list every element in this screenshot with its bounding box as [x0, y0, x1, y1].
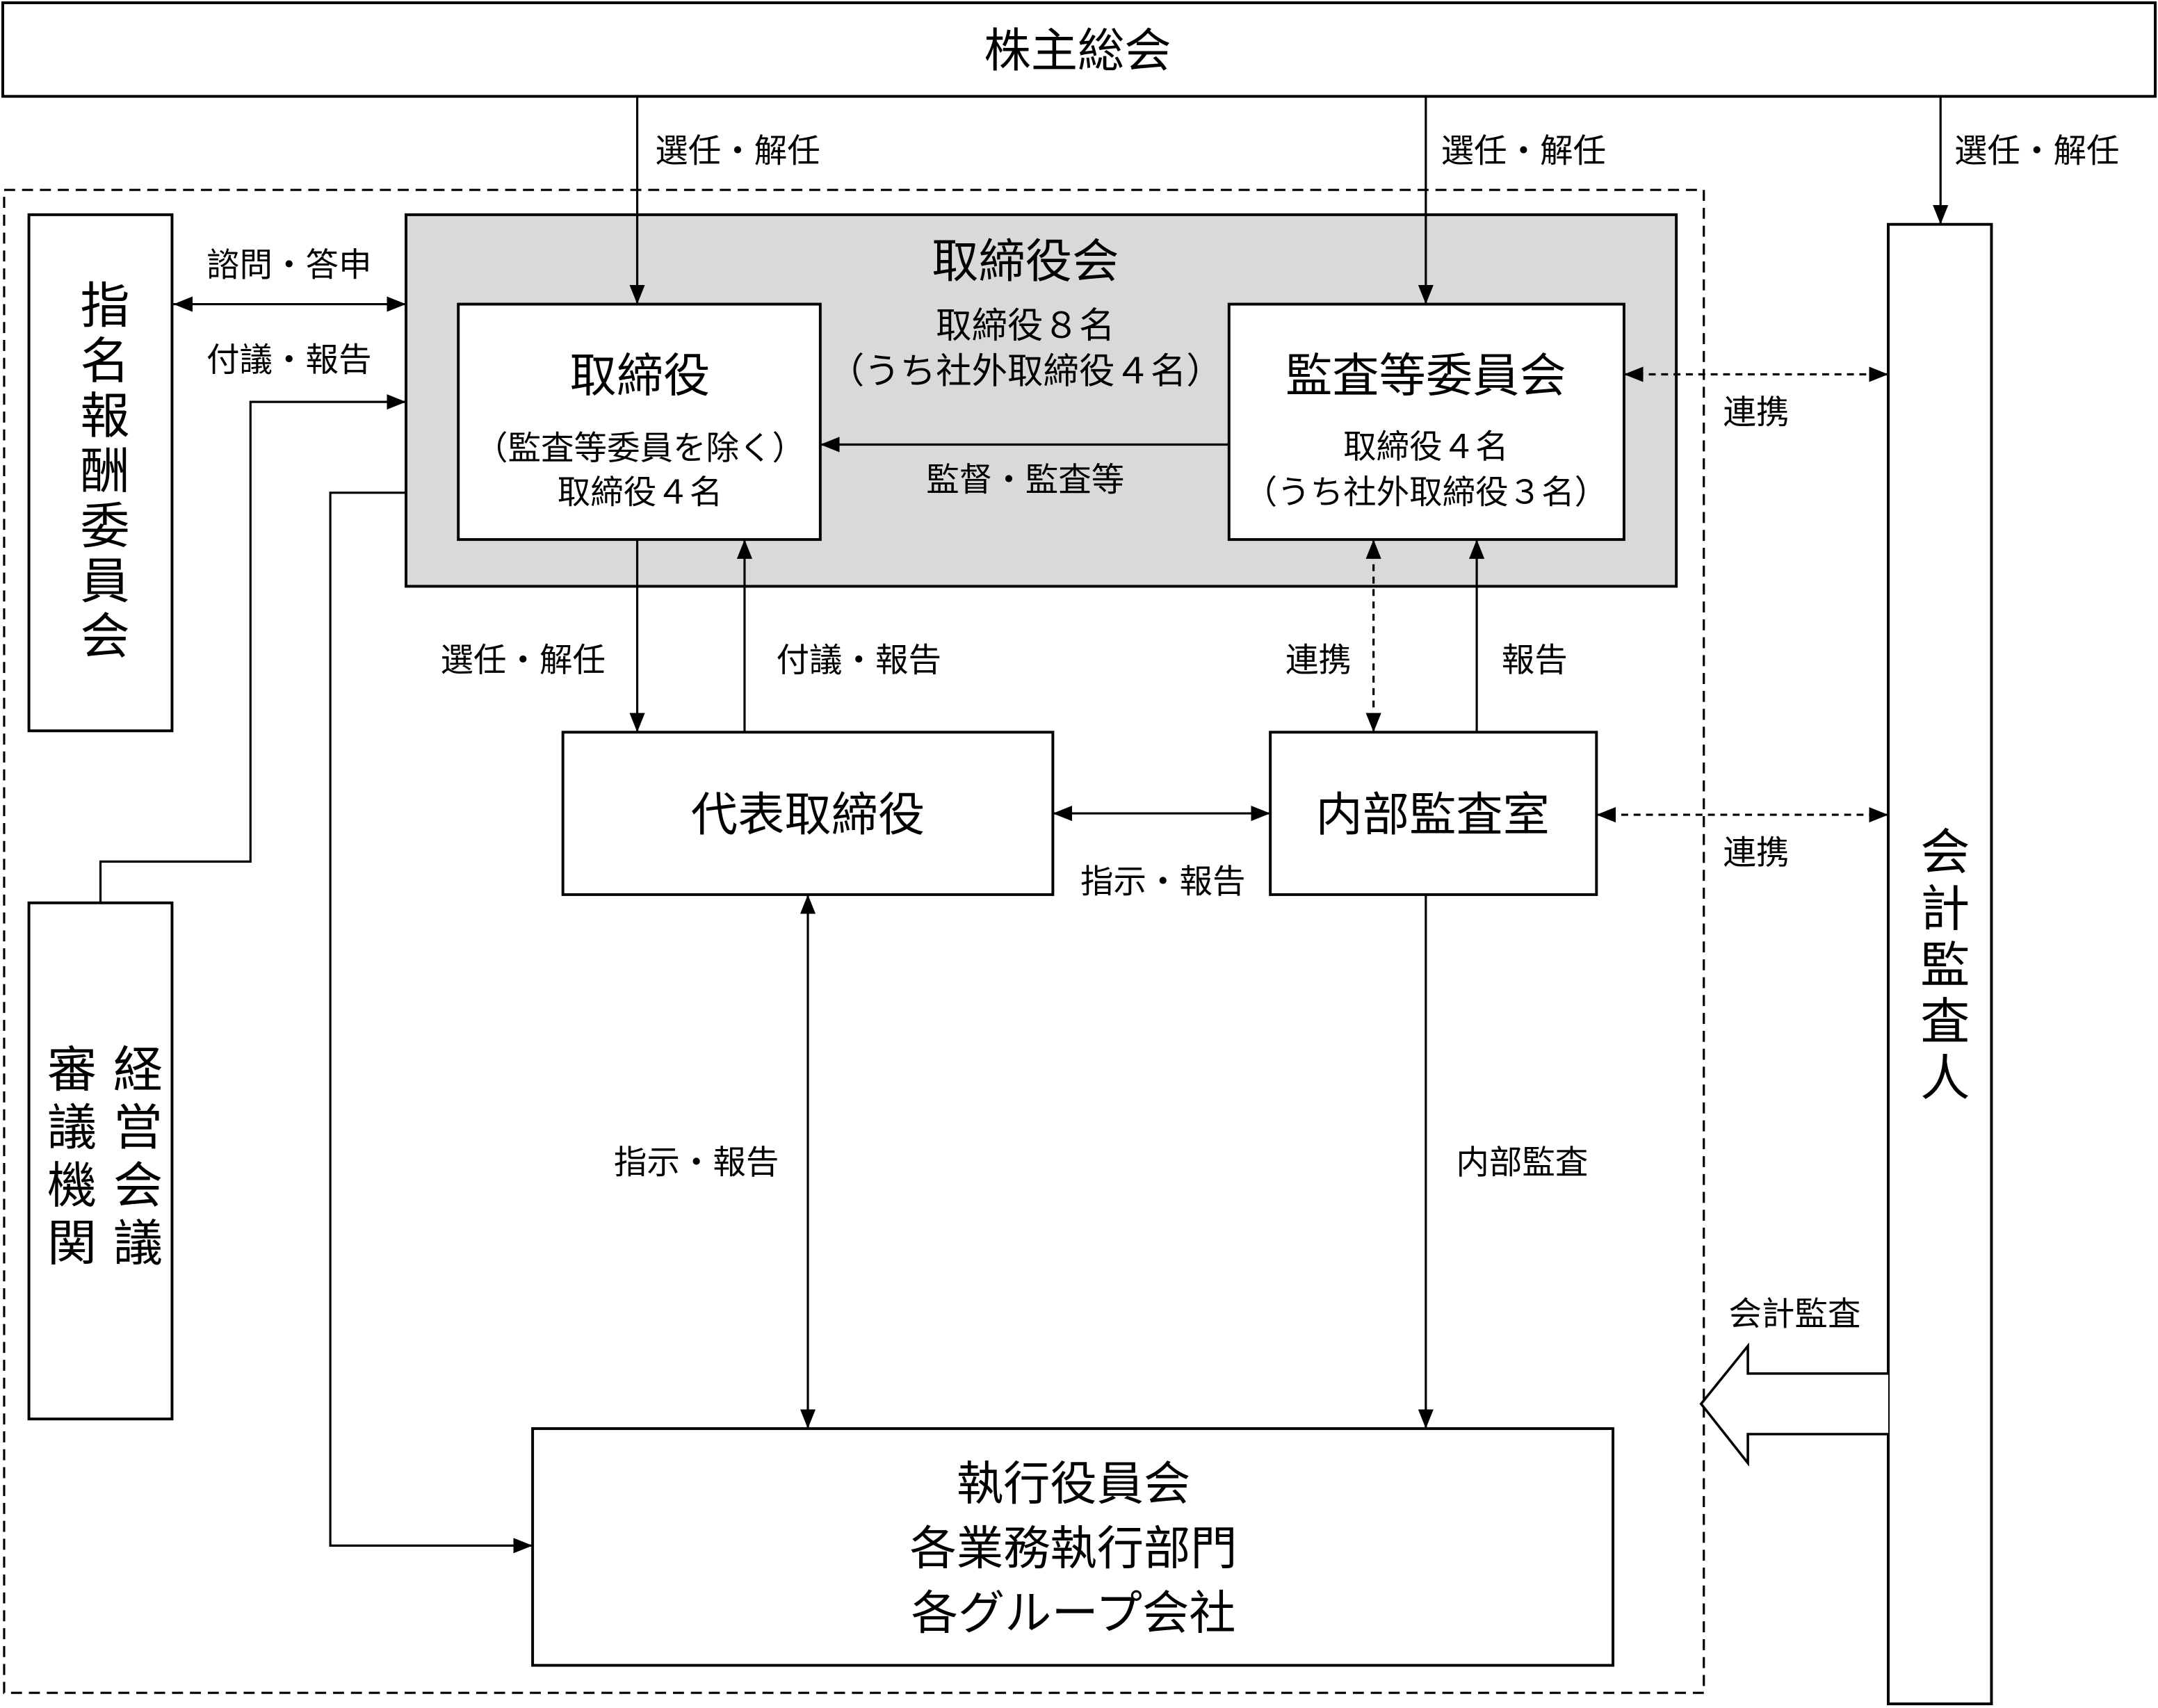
accounting-auditor-title: 会計監査人 — [1912, 826, 1970, 1108]
board-outside-count: （うち社外取締役４名） — [829, 351, 1222, 393]
label-representative-instruct-exec: 指示・報告 — [614, 1144, 779, 1182]
accounting-auditor-box — [1887, 222, 1993, 1706]
nomination-committee-box — [27, 213, 174, 733]
label-accounting-auditor-coop-2: 連携 — [1723, 834, 1789, 872]
shareholders-meeting-label: 株主総会 — [984, 24, 1171, 78]
directors-title: 取締役 — [570, 348, 711, 402]
arrow-board-to-execution — [329, 491, 533, 1554]
audit-committee-outside-count: （うち社外取締役３名） — [1244, 473, 1607, 512]
label-internal-audit-audit: 内部監査 — [1456, 1144, 1588, 1182]
management-council-label: 経営会議 — [105, 1043, 163, 1275]
label-representative-instruct-internal: 指示・報告 — [1080, 863, 1245, 902]
board-title: 取締役会 — [932, 234, 1119, 288]
board-count: 取締役８名 — [936, 305, 1114, 347]
label-directors-appoint: 選任・解任 — [441, 642, 606, 680]
label-accounting-audit: 会計監査 — [1728, 1295, 1860, 1333]
shareholders-meeting-box — [1, 1, 2157, 98]
directors-count: 取締役４名 — [558, 473, 722, 512]
label-nomination-submission: 付議・報告 — [206, 341, 371, 380]
representative-director-box — [561, 731, 1055, 896]
label-internal-audit-report: 報告 — [1502, 642, 1568, 680]
label-shareholders-appoint-2: 選任・解任 — [1441, 132, 1606, 170]
execution-line-2: 各業務執行部門 — [910, 1521, 1238, 1575]
block-arrow-accounting-audit — [1699, 1342, 1888, 1467]
representative-director-title: 代表取締役 — [691, 788, 925, 842]
directors-note: （監査等委員を除く） — [475, 430, 805, 468]
internal-audit-box — [1269, 731, 1598, 896]
audit-committee-count: 取締役４名 — [1343, 428, 1508, 466]
label-representative-report: 付議・報告 — [777, 642, 941, 680]
company-scope-frame — [3, 188, 1705, 1694]
label-consult-report: 諮問・答申 — [206, 247, 371, 285]
nomination-committee-label: 指名報酬委員会 — [72, 279, 129, 665]
label-accounting-auditor-coop-1: 連携 — [1723, 393, 1789, 432]
internal-audit-title: 内部監査室 — [1316, 788, 1550, 842]
audit-committee-box — [1227, 302, 1625, 542]
management-council-box — [27, 901, 174, 1421]
directors-box — [457, 302, 822, 542]
label-supervision-audit: 監督・監査等 — [926, 461, 1124, 499]
label-internal-audit-coop: 連携 — [1285, 642, 1352, 680]
label-shareholders-appoint-1: 選任・解任 — [655, 132, 820, 170]
management-council-sublabel: 審議機関 — [39, 1043, 97, 1275]
execution-line-1: 執行役員会 — [957, 1456, 1190, 1511]
label-shareholders-appoint-3: 選任・解任 — [1954, 132, 2119, 170]
execution-line-3: 各グループ会社 — [911, 1586, 1236, 1640]
arrow-management-council-to-board — [99, 394, 406, 903]
execution-box — [531, 1427, 1615, 1667]
audit-committee-title: 監査等委員会 — [1285, 348, 1566, 402]
